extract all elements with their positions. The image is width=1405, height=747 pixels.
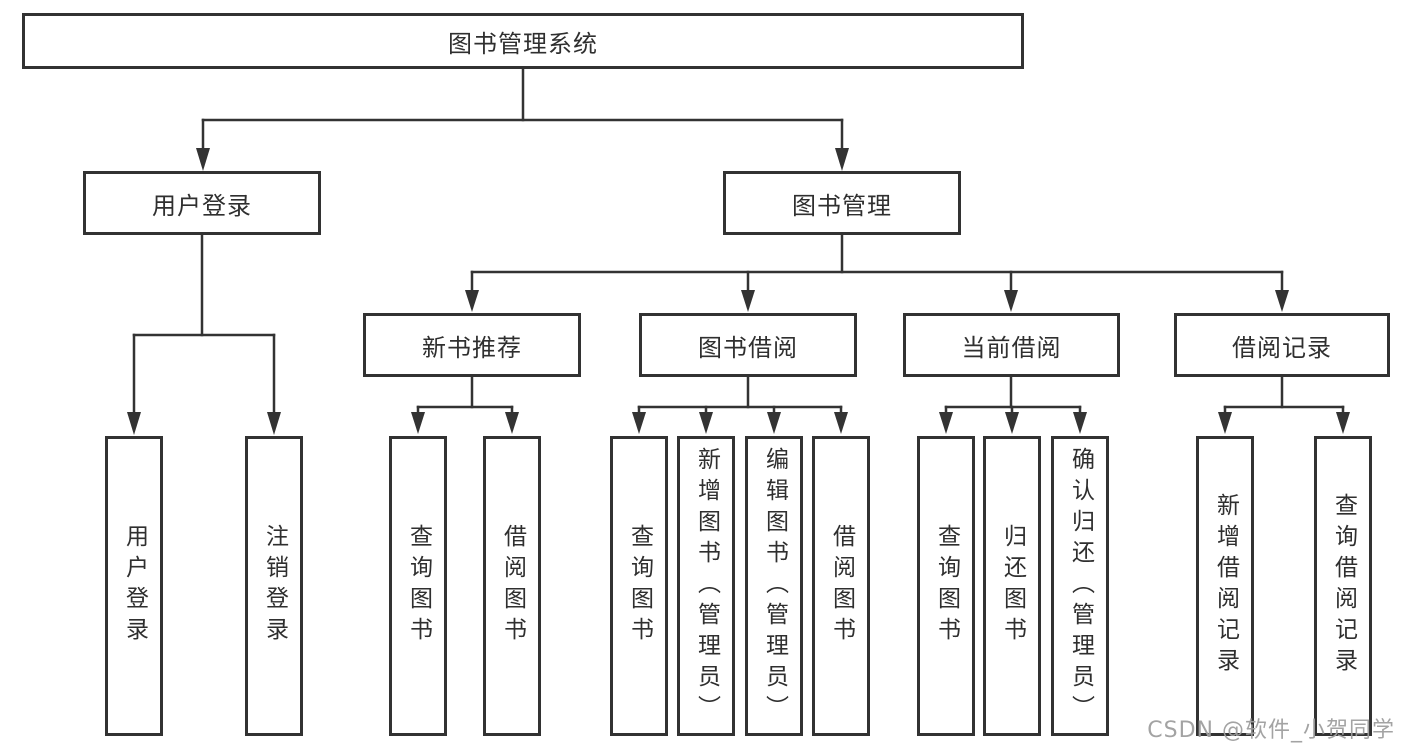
leaf-add-borrow-record: 新增借阅记录	[1196, 436, 1254, 736]
connector-book-borrow-to-leaves	[632, 375, 848, 434]
leaf-borrow-books-1: 借阅图书	[483, 436, 541, 736]
connector-book-management-to-level3	[465, 234, 1289, 312]
node-borrow-records: 借阅记录	[1174, 313, 1390, 377]
node-current-borrow-label: 当前借阅	[961, 333, 1062, 362]
leaf-add-books-admin: 新增图书（管理员）	[677, 436, 735, 736]
leaf-label: 查询图书	[626, 524, 653, 648]
leaf-label: 查询借阅记录	[1330, 493, 1357, 679]
arrowhead-down-icon	[1336, 412, 1350, 434]
node-book-management-label: 图书管理	[792, 191, 892, 220]
node-book-management: 图书管理	[723, 171, 961, 235]
leaf-query-books-2: 查询图书	[610, 436, 668, 736]
node-root-label: 图书管理系统	[448, 29, 598, 58]
node-book-borrow-label: 图书借阅	[698, 333, 798, 362]
arrowhead-down-icon	[939, 412, 953, 434]
arrowhead-down-icon	[1218, 412, 1232, 434]
node-borrow-records-label: 借阅记录	[1232, 333, 1332, 362]
leaf-edit-books-admin: 编辑图书（管理员）	[745, 436, 803, 736]
arrowhead-down-icon	[127, 412, 141, 435]
leaf-borrow-books-2: 借阅图书	[812, 436, 870, 736]
node-new-books-label: 新书推荐	[422, 333, 522, 362]
arrowhead-down-icon	[411, 412, 425, 434]
leaf-query-books-1: 查询图书	[389, 436, 447, 736]
csdn-watermark: CSDN @软件_小贺同学	[1147, 718, 1395, 743]
leaf-query-borrow-record: 查询借阅记录	[1314, 436, 1372, 736]
leaf-confirm-return-admin: 确认归还（管理员）	[1051, 436, 1109, 736]
arrowhead-down-icon	[741, 290, 755, 312]
node-book-borrow: 图书借阅	[639, 313, 857, 377]
connector-root-to-level2	[196, 67, 849, 171]
leaf-label: 借阅图书	[499, 524, 526, 648]
connector-new-books-to-leaves	[411, 375, 519, 434]
leaf-query-books-3: 查询图书	[917, 436, 975, 736]
connector-user-login-to-leaves	[127, 234, 281, 435]
leaf-label: 用户登录	[121, 524, 148, 648]
leaf-logout: 注销登录	[245, 436, 303, 736]
leaf-label: 新增图书（管理员）	[693, 446, 720, 726]
arrowhead-down-icon	[1275, 290, 1289, 312]
node-new-books: 新书推荐	[363, 313, 581, 377]
arrowhead-down-icon	[465, 290, 479, 312]
leaf-label: 注销登录	[261, 524, 288, 648]
leaf-label: 新增借阅记录	[1212, 493, 1239, 679]
arrowhead-down-icon	[699, 412, 713, 434]
leaf-label: 借阅图书	[828, 524, 855, 648]
node-user-login: 用户登录	[83, 171, 321, 235]
node-current-borrow: 当前借阅	[903, 313, 1120, 377]
arrowhead-down-icon	[834, 412, 848, 434]
arrowhead-down-icon	[1073, 412, 1087, 434]
node-user-login-label: 用户登录	[152, 191, 252, 220]
leaf-label: 编辑图书（管理员）	[761, 446, 788, 726]
arrowhead-down-icon	[767, 412, 781, 434]
leaf-user-login: 用户登录	[105, 436, 163, 736]
arrowhead-down-icon	[267, 412, 281, 435]
arrowhead-down-icon	[1004, 290, 1018, 312]
arrowhead-down-icon	[505, 412, 519, 434]
leaf-label: 查询图书	[933, 524, 960, 648]
leaf-return-books: 归还图书	[983, 436, 1041, 736]
connector-current-borrow-to-leaves	[939, 375, 1087, 434]
leaf-label: 归还图书	[999, 524, 1026, 648]
arrowhead-down-icon	[632, 412, 646, 434]
arrowhead-down-icon	[1005, 412, 1019, 434]
arrowhead-down-icon	[196, 148, 210, 171]
node-root: 图书管理系统	[22, 13, 1024, 69]
leaf-label: 查询图书	[405, 524, 432, 648]
arrowhead-down-icon	[835, 148, 849, 171]
connector-borrow-records-to-leaves	[1218, 375, 1350, 434]
leaf-label: 确认归还（管理员）	[1067, 446, 1094, 726]
